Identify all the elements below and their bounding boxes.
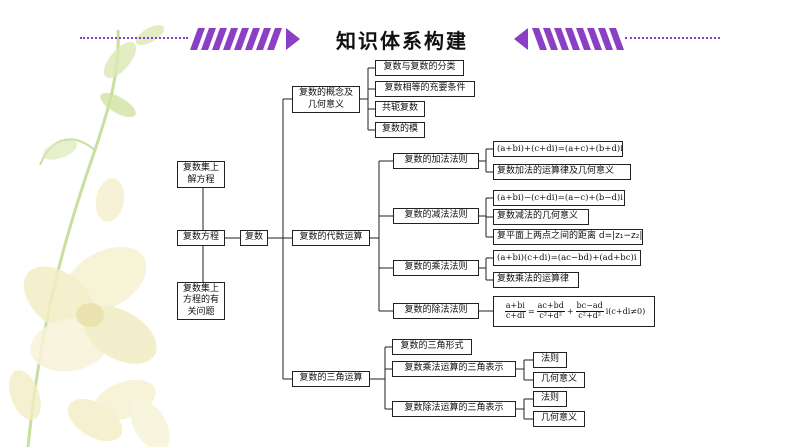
node-concept-item: 复数的模 (375, 122, 425, 138)
header-dotted-line-left (80, 37, 188, 39)
header-dotted-line-right (625, 37, 720, 39)
node-mul-law: 复数乘法的运算律 (493, 272, 579, 288)
node-add-formula: (a+bi)+(c+di)=(a+c)+(b+d)i (493, 141, 623, 157)
node-mul-formula: (a+bi)(c+di)=(ac−bd)+(ad+bc)i (493, 250, 641, 266)
div-term2-numerator: bc−ad (575, 301, 604, 312)
node-set-solve-equation: 复数集上解方程 (177, 161, 225, 188)
node-trig-form: 复数的三角形式 (392, 339, 472, 355)
div-lhs-numerator: a+bi (504, 301, 526, 312)
div-term1-numerator: ac+bd (536, 301, 565, 312)
node-set-equation-problems: 复数集上方程的有关问题 (177, 282, 225, 320)
div-equals-sign: = (527, 306, 535, 316)
node-add-rule: 复数的加法法则 (393, 153, 479, 169)
node-trig-mul-rule: 法则 (533, 352, 567, 368)
node-complex-equation: 复数方程 (177, 230, 225, 246)
div-plus-sign: + (566, 306, 574, 316)
node-trig-div-geo: 几何意义 (533, 411, 585, 427)
header-stripes-right-icon (532, 28, 624, 50)
div-lhs-denominator: c+di (505, 311, 525, 320)
bud-icon (95, 178, 125, 222)
node-complex: 复数 (240, 230, 268, 246)
node-div-formula: a+bi c+di = ac+bd c²+d² + bc−ad c²+d² i(… (493, 296, 655, 327)
div-term2-denominator: c²+d² (578, 311, 601, 320)
node-sub-distance: 复平面上两点之间的距离 d=|z₁−z₂| (493, 229, 643, 245)
node-add-law: 复数加法的运算律及几何意义 (493, 164, 631, 180)
header-stripes-left-icon (190, 28, 282, 50)
node-div-rule: 复数的除法法则 (393, 303, 479, 319)
div-term1-denominator: c²+d² (539, 311, 563, 320)
header-banner (190, 28, 624, 50)
page-title: 知识体系构建 (336, 29, 468, 53)
node-sub-geo: 复数减法的几何意义 (493, 209, 589, 225)
large-flower-icon (23, 246, 157, 372)
node-sub-rule: 复数的减法法则 (393, 208, 479, 224)
node-trig: 复数的三角运算 (292, 371, 370, 387)
node-trig-div-rule: 法则 (533, 391, 567, 407)
node-algebra: 复数的代数运算 (292, 230, 370, 246)
node-concept-item: 共轭复数 (375, 101, 425, 117)
div-lhs-fraction: a+bi c+di (504, 301, 526, 321)
node-trig-mul-geo: 几何意义 (533, 372, 585, 388)
node-mul-rule: 复数的乘法法则 (393, 260, 479, 276)
small-flower-icon (9, 370, 170, 447)
header-arrow-left-icon (286, 28, 300, 50)
node-concept: 复数的概念及几何意义 (292, 86, 360, 113)
div-tail: i(c+di≠0) (605, 306, 646, 316)
node-concept-item: 复数与复数的分类 (375, 60, 464, 76)
div-term1-fraction: ac+bd c²+d² (536, 301, 565, 321)
node-trig-div: 复数除法运算的三角表示 (392, 401, 516, 417)
div-term2-fraction: bc−ad c²+d² (575, 301, 604, 321)
header-arrow-right-icon (514, 28, 528, 50)
node-concept-item: 复数相等的充要条件 (375, 81, 475, 97)
node-sub-formula: (a+bi)−(c+di)=(a−c)+(b−d)i (493, 190, 625, 206)
node-trig-mul: 复数乘法运算的三角表示 (392, 361, 516, 377)
